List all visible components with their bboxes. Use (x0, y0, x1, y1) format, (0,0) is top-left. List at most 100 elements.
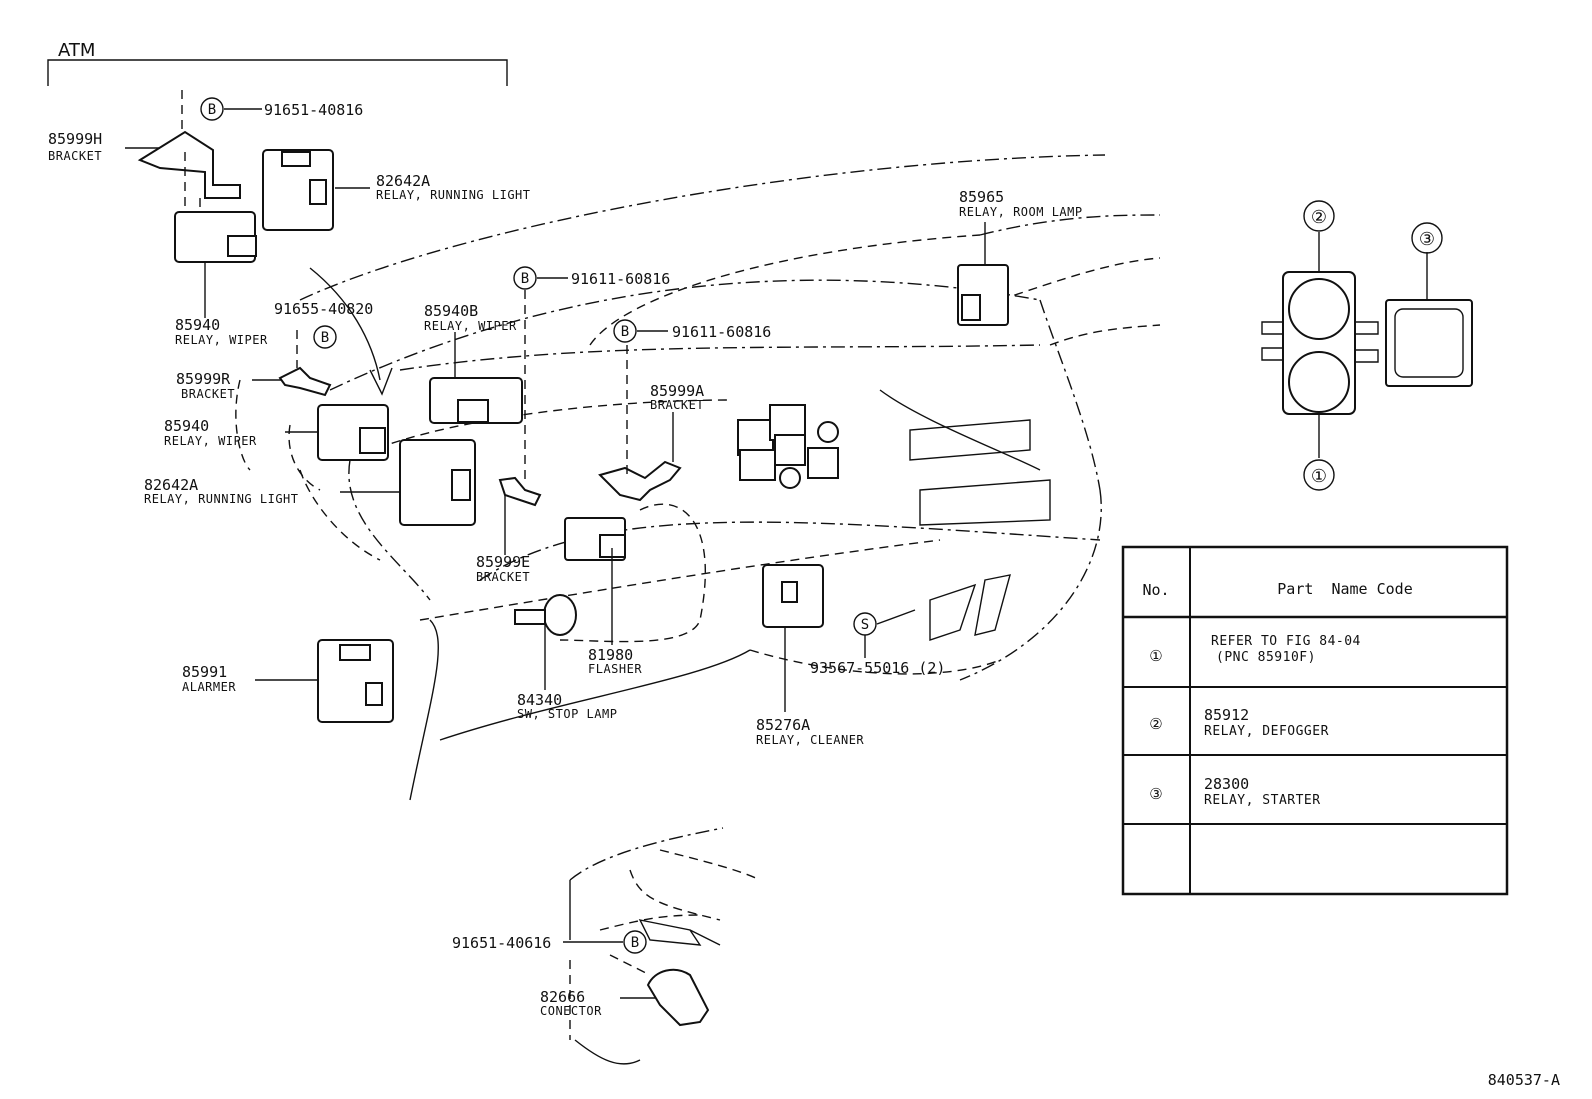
svg-text:RELAY, DEFOGGER: RELAY, DEFOGGER (1204, 724, 1329, 739)
parts (137, 90, 1009, 1027)
table-header-name: Part Name Code (1277, 580, 1412, 598)
svg-text:B: B (208, 102, 216, 118)
svg-text:S: S (861, 617, 869, 633)
fastener-f3: B 91611-60816 (613, 319, 771, 343)
svg-text:①: ① (1149, 647, 1162, 665)
svg-text:B: B (631, 935, 639, 951)
svg-text:82642A: 82642A (144, 476, 198, 494)
svg-text:BRACKET: BRACKET (650, 398, 704, 412)
svg-text:85999E: 85999E (476, 553, 530, 571)
svg-text:84340: 84340 (517, 691, 562, 709)
svg-text:91655-40820: 91655-40820 (274, 300, 373, 318)
relay-block-inset: ② ③ ① (1261, 200, 1473, 491)
svg-text:RELAY, WIPER: RELAY, WIPER (424, 319, 517, 333)
inset-marker-1: ① (1303, 459, 1335, 491)
svg-text:RELAY, STARTER: RELAY, STARTER (1204, 793, 1321, 808)
atm-group-bracket (47, 59, 508, 86)
atm-group-label: ATM (58, 40, 95, 61)
figure-id: 840537-A (1488, 1071, 1560, 1089)
bracket-85999a (598, 460, 682, 502)
fastener-f2: B 91611-60816 (513, 266, 670, 290)
svg-text:85940: 85940 (164, 417, 209, 435)
svg-text:BRACKET: BRACKET (48, 149, 102, 163)
svg-text:91651-40816: 91651-40816 (264, 101, 363, 119)
fastener-f1: B 91651-40816 (200, 97, 363, 121)
svg-text:85999H: 85999H (48, 130, 102, 148)
lower-console-outline (569, 827, 761, 1065)
svg-text:85940B: 85940B (424, 302, 478, 320)
svg-text:RELAY, CLEANER: RELAY, CLEANER (756, 733, 864, 747)
connector-82666 (646, 968, 710, 1027)
fastener-f4: 91655-40820 B (274, 300, 373, 349)
svg-text:91611-60816: 91611-60816 (571, 270, 670, 288)
svg-text:ALARMER: ALARMER (182, 680, 236, 694)
svg-text:RELAY, ROOM LAMP: RELAY, ROOM LAMP (959, 205, 1083, 219)
svg-text:B: B (621, 324, 629, 340)
table-row: ① REFER TO FIG 84-04(PNC 85910F) (1149, 634, 1361, 665)
svg-text:REFER TO FIG 84-04: REFER TO FIG 84-04 (1211, 634, 1361, 649)
bracket-85999r (278, 366, 332, 397)
svg-text:82666: 82666 (540, 988, 585, 1006)
svg-text:B: B (521, 271, 529, 287)
table-header-no: No. (1142, 581, 1169, 599)
svg-text:28300: 28300 (1204, 775, 1249, 793)
svg-text:①: ① (1311, 466, 1327, 487)
svg-text:RELAY, WIPER: RELAY, WIPER (164, 434, 257, 448)
dashboard-outline (235, 154, 1161, 801)
svg-text:(PNC 85910F): (PNC 85910F) (1216, 650, 1316, 665)
relay-cluster (737, 404, 839, 489)
fastener-f6: B 91651-40616 (452, 930, 647, 954)
svg-text:B: B (321, 330, 329, 346)
svg-text:③: ③ (1419, 229, 1435, 250)
svg-text:85991: 85991 (182, 663, 227, 681)
bracket-85999e (498, 476, 542, 507)
inset-marker-3: ③ (1411, 222, 1443, 254)
svg-text:91651-40616: 91651-40616 (452, 934, 551, 952)
svg-text:85999A: 85999A (650, 382, 704, 400)
svg-text:91611-60816: 91611-60816 (672, 323, 771, 341)
fastener-f5: S 93567-55016 (2) (810, 612, 945, 677)
svg-text:85965: 85965 (959, 188, 1004, 206)
stop-lamp-switch-84340 (543, 594, 577, 636)
svg-text:RELAY, RUNNING LIGHT: RELAY, RUNNING LIGHT (376, 188, 531, 202)
leader-lines (125, 108, 986, 999)
svg-text:85940: 85940 (175, 316, 220, 334)
svg-text:②: ② (1149, 715, 1162, 733)
svg-text:81980: 81980 (588, 646, 633, 664)
svg-text:BRACKET: BRACKET (181, 387, 235, 401)
svg-text:CONECTOR: CONECTOR (540, 1004, 602, 1018)
svg-text:85912: 85912 (1204, 706, 1249, 724)
inset-marker-2: ② (1303, 200, 1335, 232)
svg-text:RELAY, WIPER: RELAY, WIPER (175, 333, 268, 347)
relay-82642a-top (262, 149, 334, 231)
svg-text:93567-55016 (2): 93567-55016 (2) (810, 659, 945, 677)
svg-text:RELAY, RUNNING LIGHT: RELAY, RUNNING LIGHT (144, 492, 299, 506)
svg-text:82642A: 82642A (376, 172, 430, 190)
svg-text:85999R: 85999R (176, 370, 231, 388)
atm-group: ATM (47, 40, 508, 86)
svg-text:③: ③ (1149, 785, 1162, 803)
svg-text:SW, STOP LAMP: SW, STOP LAMP (517, 707, 617, 721)
fastener-markers: B 91651-40816 B 91611-60816 B 91611-6081… (200, 97, 945, 954)
svg-text:FLASHER: FLASHER (588, 662, 642, 676)
svg-text:85276A: 85276A (756, 716, 810, 734)
